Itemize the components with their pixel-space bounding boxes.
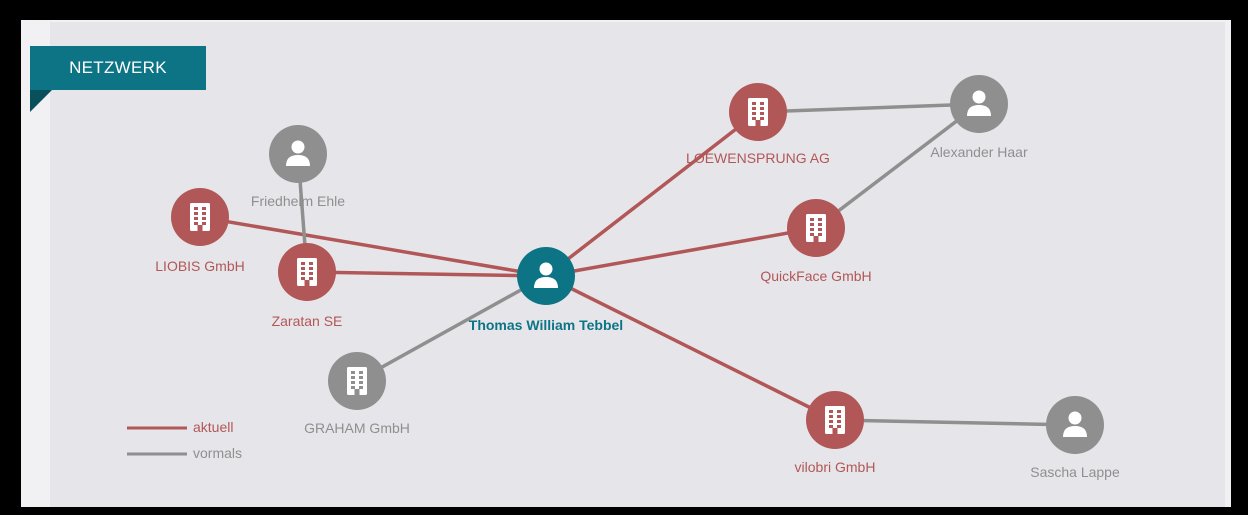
building-icon bbox=[806, 214, 826, 242]
node-graham[interactable]: GRAHAM GmbH bbox=[304, 352, 410, 436]
node-quickface[interactable]: QuickFace GmbH bbox=[760, 199, 872, 284]
person-icon bbox=[967, 90, 991, 116]
edge-loewensprung-alexander bbox=[757, 102, 980, 114]
building-icon bbox=[190, 203, 210, 231]
node-label: Friedhelm Ehle bbox=[251, 193, 345, 209]
node-zaratan[interactable]: Zaratan SE bbox=[272, 243, 343, 329]
edges bbox=[199, 102, 1076, 427]
node-label: GRAHAM GmbH bbox=[304, 420, 410, 436]
edge-zaratan-thomas bbox=[306, 270, 547, 278]
node-loewensprung[interactable]: LOEWENSPRUNG AG bbox=[686, 83, 830, 166]
node-circle bbox=[517, 247, 575, 305]
building-icon bbox=[347, 367, 367, 395]
person-icon bbox=[1063, 411, 1087, 437]
node-alexander[interactable]: Alexander Haar bbox=[930, 75, 1028, 160]
edge-vilobri-sascha bbox=[834, 418, 1076, 427]
edge-alexander-quickface bbox=[814, 102, 981, 230]
node-label: Sascha Lappe bbox=[1030, 464, 1120, 480]
node-label: Zaratan SE bbox=[272, 313, 343, 329]
node-sascha[interactable]: Sascha Lappe bbox=[1030, 396, 1120, 480]
node-label: QuickFace GmbH bbox=[760, 268, 871, 284]
header-fold bbox=[30, 90, 52, 112]
edge-quickface-thomas bbox=[545, 226, 817, 278]
node-label: Thomas William Tebbel bbox=[469, 317, 623, 333]
legend: aktuell vormals bbox=[127, 419, 242, 461]
node-label: LIOBIS GmbH bbox=[155, 258, 244, 274]
node-circle bbox=[950, 75, 1008, 133]
building-icon bbox=[297, 258, 317, 286]
building-icon bbox=[825, 406, 845, 434]
node-vilobri[interactable]: vilobri GmbH bbox=[795, 391, 876, 475]
network-title: NETZWERK bbox=[30, 46, 206, 90]
node-label: Alexander Haar bbox=[930, 144, 1028, 160]
node-label: vilobri GmbH bbox=[795, 459, 876, 475]
node-circle bbox=[1046, 396, 1104, 454]
edge-graham-thomas bbox=[356, 274, 547, 383]
edge-liobis-thomas bbox=[199, 215, 547, 278]
legend-current-label: aktuell bbox=[193, 419, 233, 435]
nodes: Thomas William Tebbel LOEWENSPRUNG AG Alex… bbox=[155, 75, 1120, 480]
node-circle bbox=[269, 125, 327, 183]
building-icon bbox=[748, 98, 768, 126]
legend-former-label: vormals bbox=[193, 445, 242, 461]
node-friedhelm[interactable]: Friedhelm Ehle bbox=[251, 125, 345, 209]
network-panel bbox=[50, 22, 1225, 507]
node-thomas[interactable]: Thomas William Tebbel bbox=[469, 247, 623, 333]
node-liobis[interactable]: LIOBIS GmbH bbox=[155, 188, 245, 274]
edge-loewensprung-thomas bbox=[544, 110, 760, 278]
person-icon bbox=[534, 262, 558, 288]
person-icon bbox=[286, 140, 310, 166]
node-label: LOEWENSPRUNG AG bbox=[686, 150, 830, 166]
edge-thomas-vilobri bbox=[545, 274, 836, 422]
